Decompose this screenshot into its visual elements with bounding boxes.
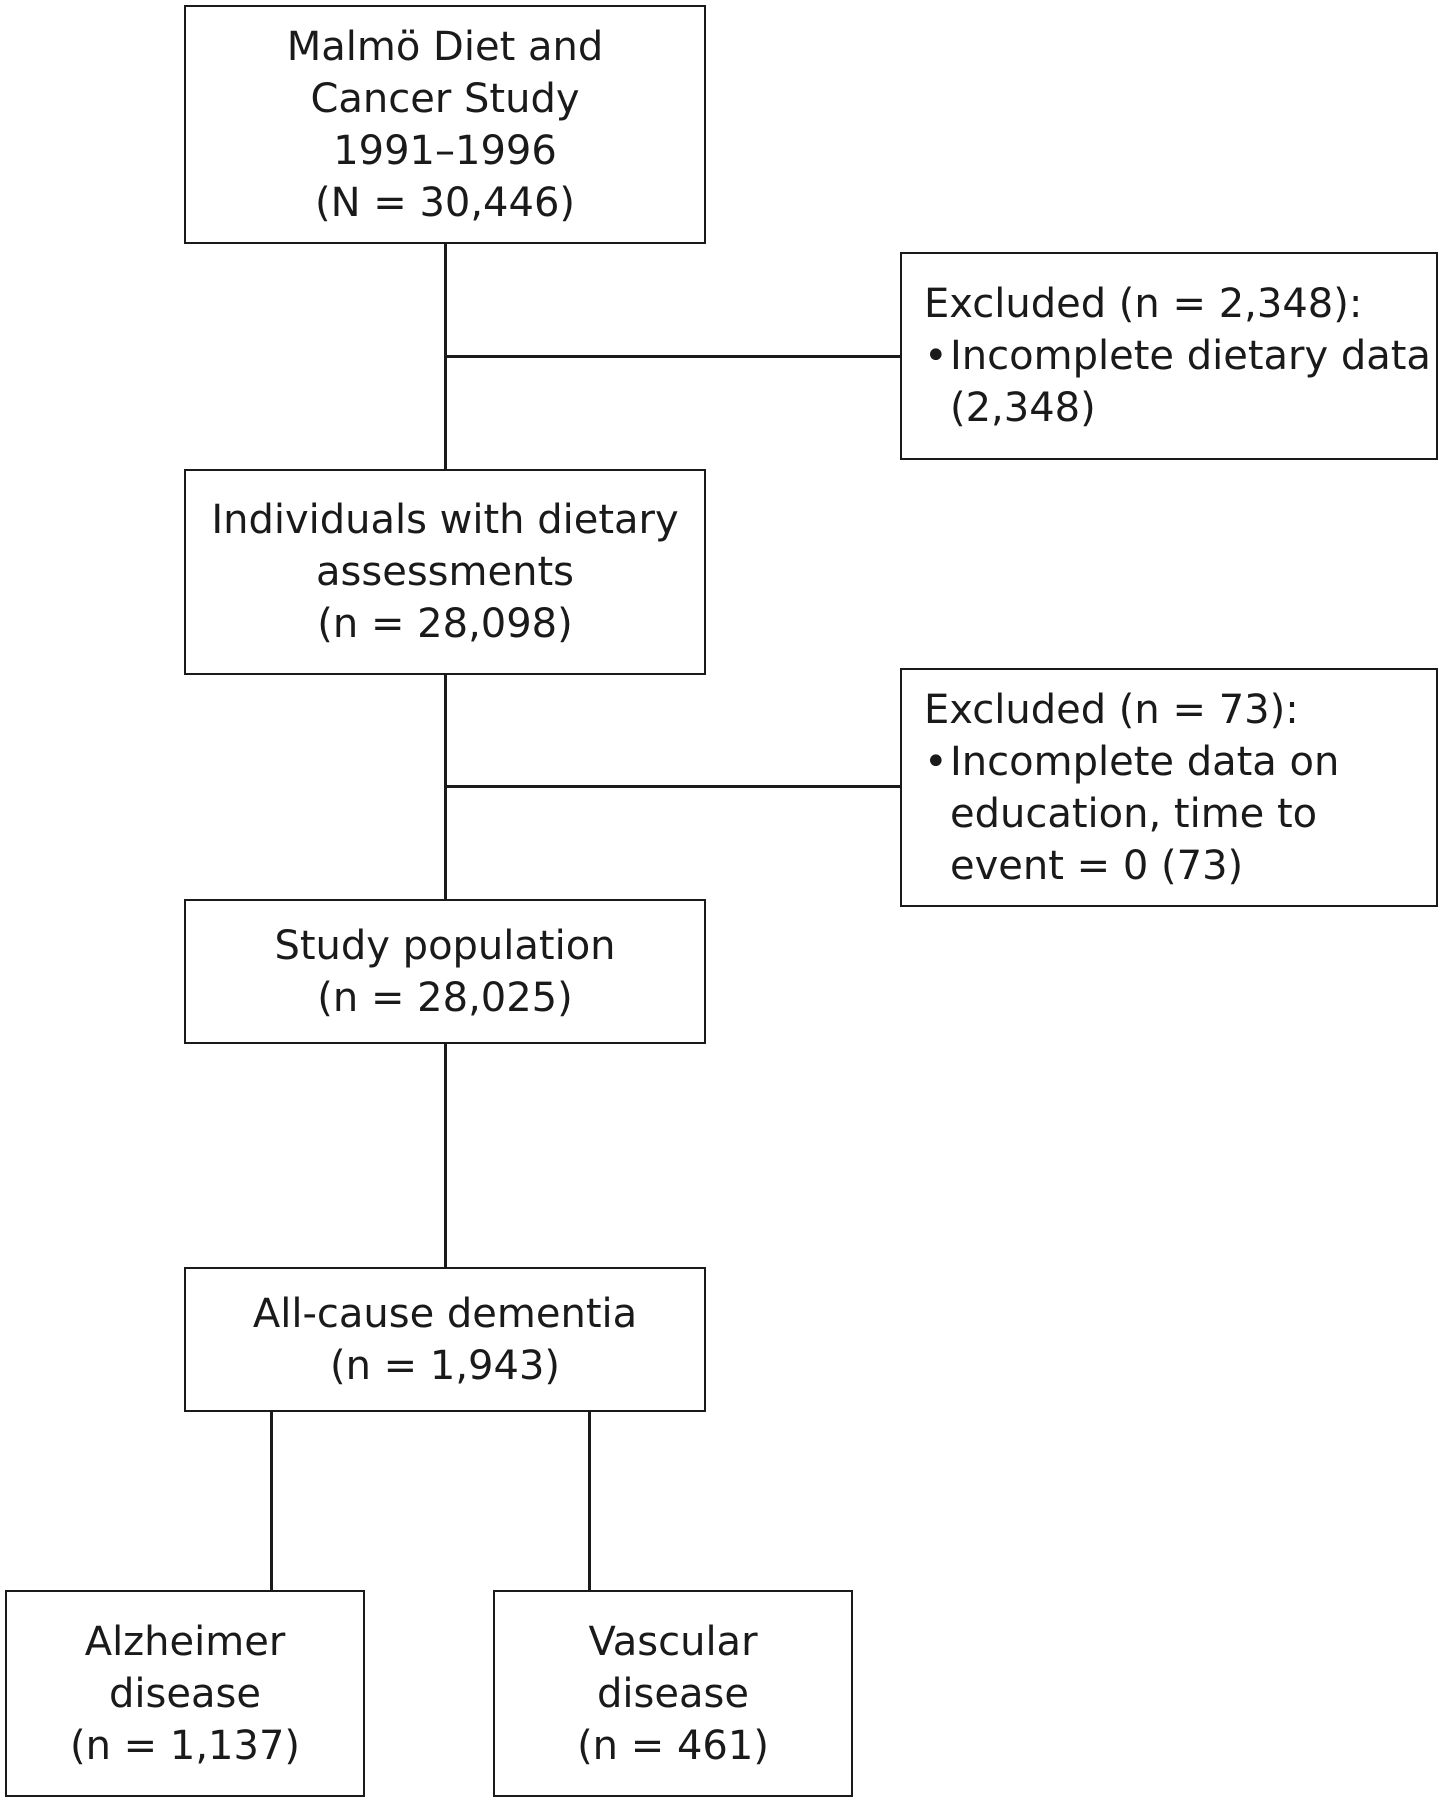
excluded1-reason-line-2: (2,348) [950,385,1096,431]
connector-to-excluded1 [444,355,901,358]
box-excluded-education: Excluded (n = 73): • Incomplete data on … [900,668,1438,907]
connector-to-excluded2 [444,785,901,788]
excluded1-bullet-item: • Incomplete dietary data (2,348) [924,330,1436,434]
excluded2-reason-line-2: education, time to [950,790,1318,837]
dietary-line-2: assessments [316,549,574,595]
vascular-line-1: Vascular [588,1618,758,1665]
dementia-line-2: (n = 1,943) [329,1342,561,1389]
mdcs-line-2: Cancer Study [310,75,580,122]
excluded1-reason-line-1: Incomplete dietary data [950,333,1431,379]
dietary-line-1: Individuals with dietary [211,497,679,543]
excluded2-title: Excluded (n = 73): [924,686,1299,733]
mdcs-line-3: 1991–1996 [333,127,557,174]
box-mdcs-cohort: Malmö Diet and Cancer Study 1991–1996 (N… [184,5,706,244]
connector-dementia-to-alzheimer [270,1410,273,1591]
mdcs-line-1: Malmö Diet and [286,23,604,70]
vascular-line-3: (n = 461) [577,1722,769,1769]
excluded2-reason-line-3: event = 0 (73) [950,842,1244,889]
box-excluded-dietary: Excluded (n = 2,348): • Incomplete dieta… [900,252,1438,460]
bullet-icon: • [924,738,948,785]
box-study-population: Study population (n = 28,025) [184,899,706,1044]
box-vascular-disease: Vascular disease (n = 461) [493,1590,853,1797]
connector-study-to-dementia [444,1042,447,1268]
connector-dementia-to-vascular [588,1410,591,1591]
box-alzheimer-disease: Alzheimer disease (n = 1,137) [5,1590,365,1797]
alzheimer-line-3: (n = 1,137) [69,1722,301,1769]
alzheimer-line-1: Alzheimer [84,1618,286,1665]
vascular-line-2: disease [597,1670,749,1717]
dementia-line-1: All-cause dementia [252,1290,638,1337]
mdcs-line-4: (N = 30,446) [314,179,576,226]
excluded2-bullet-item: • Incomplete data on education, time to … [924,736,1436,892]
dietary-line-3: (n = 28,098) [317,601,573,647]
excluded2-reason-line-1: Incomplete data on [950,738,1340,785]
alzheimer-line-2: disease [109,1670,261,1717]
bullet-icon: • [924,333,948,379]
study-line-2: (n = 28,025) [317,974,573,1021]
excluded1-title: Excluded (n = 2,348): [924,281,1363,327]
study-line-1: Study population [274,922,616,969]
box-all-cause-dementia: All-cause dementia (n = 1,943) [184,1267,706,1412]
box-dietary-assessments: Individuals with dietary assessments (n … [184,469,706,675]
